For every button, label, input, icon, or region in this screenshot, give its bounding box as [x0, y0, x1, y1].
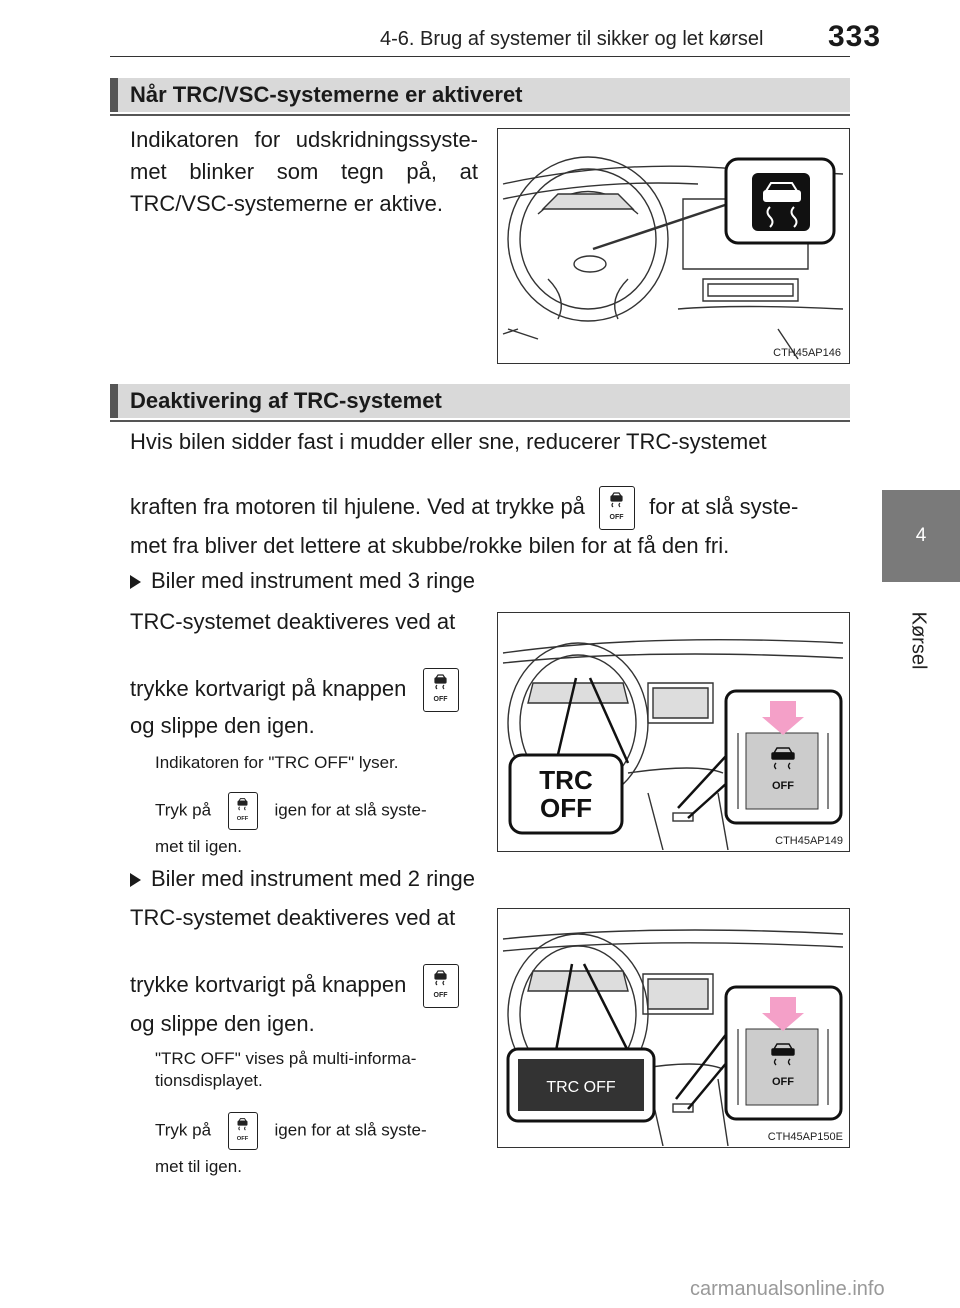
sub2-note1b: tionsdisplayet.	[155, 1071, 263, 1090]
sub1-note1: Indikatoren for "TRC OFF" lyser.	[155, 753, 399, 772]
bullet-3-ring-text: Biler med instrument med 3 ringe	[151, 568, 476, 593]
sub2-note2-post: igen for at slå syste-	[274, 1120, 427, 1140]
sub2-note2-pre: Tryk på	[155, 1120, 212, 1140]
trc-off-button-icon: OFF	[422, 964, 459, 1008]
bullet-3-ring: Biler med instrument med 3 ringe	[130, 568, 475, 594]
section-heading-trc-deactivation: Deaktivering af TRC-systemet	[110, 384, 850, 422]
trc-off-display-text: TRC OFF	[546, 1079, 616, 1096]
sub2-line1: TRC-systemet deaktiveres ved at	[130, 905, 456, 930]
figure-2-ring-dashboard: TRC OFF OFF CTH45AP150E	[497, 908, 850, 1148]
chapter-tab[interactable]: 4	[882, 490, 960, 582]
skid-off-icon	[771, 747, 795, 770]
bullet-triangle-icon	[130, 873, 141, 888]
chapter-label-text: Kørsel	[907, 611, 930, 669]
figure-dashboard-indicator: CTH45AP146	[497, 128, 850, 364]
press-arrow-icon	[762, 701, 804, 735]
sub1-note2-post: igen for at slå syste-	[274, 800, 427, 820]
figure-3-ring-dashboard: TRC OFF OFF CTH45AP149	[497, 612, 850, 852]
sub2-line2: trykke kortvarigt på knappen OFF	[130, 964, 459, 1008]
header-rule	[110, 56, 850, 57]
sub2-note2: Tryk på OFF igen for at slå syste-	[155, 1112, 465, 1150]
sub2-line3: og slippe den igen.	[130, 1011, 315, 1036]
skid-off-icon	[771, 1043, 795, 1066]
section2-intro-line1: Hvis bilen sidder fast i mudder eller sn…	[130, 429, 767, 454]
off-button-label: OFF	[610, 514, 625, 521]
intro-text-after-button: for at slå syste-	[649, 493, 799, 519]
trc-off-button-icon: OFF	[599, 486, 636, 530]
sub1-line3: og slippe den igen.	[130, 713, 315, 738]
figure-code: CTH45AP149	[775, 835, 843, 847]
off-button-label: OFF	[433, 992, 448, 999]
off-button-label: OFF	[237, 816, 249, 822]
figure-code: CTH45AP146	[773, 347, 841, 359]
trc-off-button-icon: OFF	[227, 792, 258, 830]
off-button-label: OFF	[772, 780, 794, 792]
press-arrow-icon	[762, 997, 804, 1031]
sub1-note2-pre: Tryk på	[155, 800, 212, 820]
figure-code: CTH45AP150E	[767, 1131, 843, 1143]
trc-off-button-icon: OFF	[227, 1112, 258, 1150]
sub2-line2-text: trykke kortvarigt på knappen	[130, 971, 407, 997]
section2-intro-line3: met fra bliver det lettere at skubbe/rok…	[130, 533, 730, 558]
sub1-note2-end: met til igen.	[155, 837, 242, 856]
dashboard-illustration	[502, 156, 844, 360]
footer-watermark[interactable]: carmanualsonline.info	[690, 1278, 885, 1300]
trc-off-button-icon: OFF	[422, 668, 459, 712]
dashboard-2-ring-illustration: TRC OFF OFF	[502, 929, 844, 1147]
sub1-line2: trykke kortvarigt på knappen OFF	[130, 668, 459, 712]
off-button-label: OFF	[772, 1076, 794, 1088]
skid-indicator-icon	[763, 182, 801, 228]
bullet-2-ring-text: Biler med instrument med 2 ringe	[151, 866, 476, 891]
chapter-label: Kørsel	[878, 610, 958, 670]
header-title: 4-6. Brug af systemer til sikker og let …	[380, 28, 764, 50]
section1-text: Indikatoren for udskridningssyste-met bl…	[130, 127, 478, 216]
off-button-label: OFF	[433, 696, 448, 703]
dashboard-3-ring-illustration: TRC OFF OFF	[502, 638, 844, 851]
sub2-note2-end: met til igen.	[155, 1157, 242, 1176]
off-button-label: OFF	[237, 1136, 249, 1142]
chapter-number: 4	[915, 525, 927, 546]
trc-indicator-line1: TRC	[539, 765, 593, 795]
sub1-note2: Tryk på OFF igen for at slå syste-	[155, 792, 465, 830]
bullet-2-ring: Biler med instrument med 2 ringe	[130, 866, 475, 892]
page-number: 333	[828, 20, 882, 53]
bullet-triangle-icon	[130, 575, 141, 590]
sub1-line1: TRC-systemet deaktiveres ved at	[130, 609, 456, 634]
section-heading-trc-vsc-active: Når TRC/VSC-systemerne er aktiveret	[110, 78, 850, 116]
trc-indicator-line2: OFF	[540, 793, 592, 823]
sub2-note1a: "TRC OFF" vises på multi-informa-	[155, 1049, 417, 1068]
intro-text-before-button: kraften fra motoren til hjulene. Ved at …	[130, 493, 585, 519]
section2-intro-line2: kraften fra motoren til hjulene. Ved at …	[130, 486, 850, 530]
sub1-line2-text: trykke kortvarigt på knappen	[130, 675, 407, 701]
